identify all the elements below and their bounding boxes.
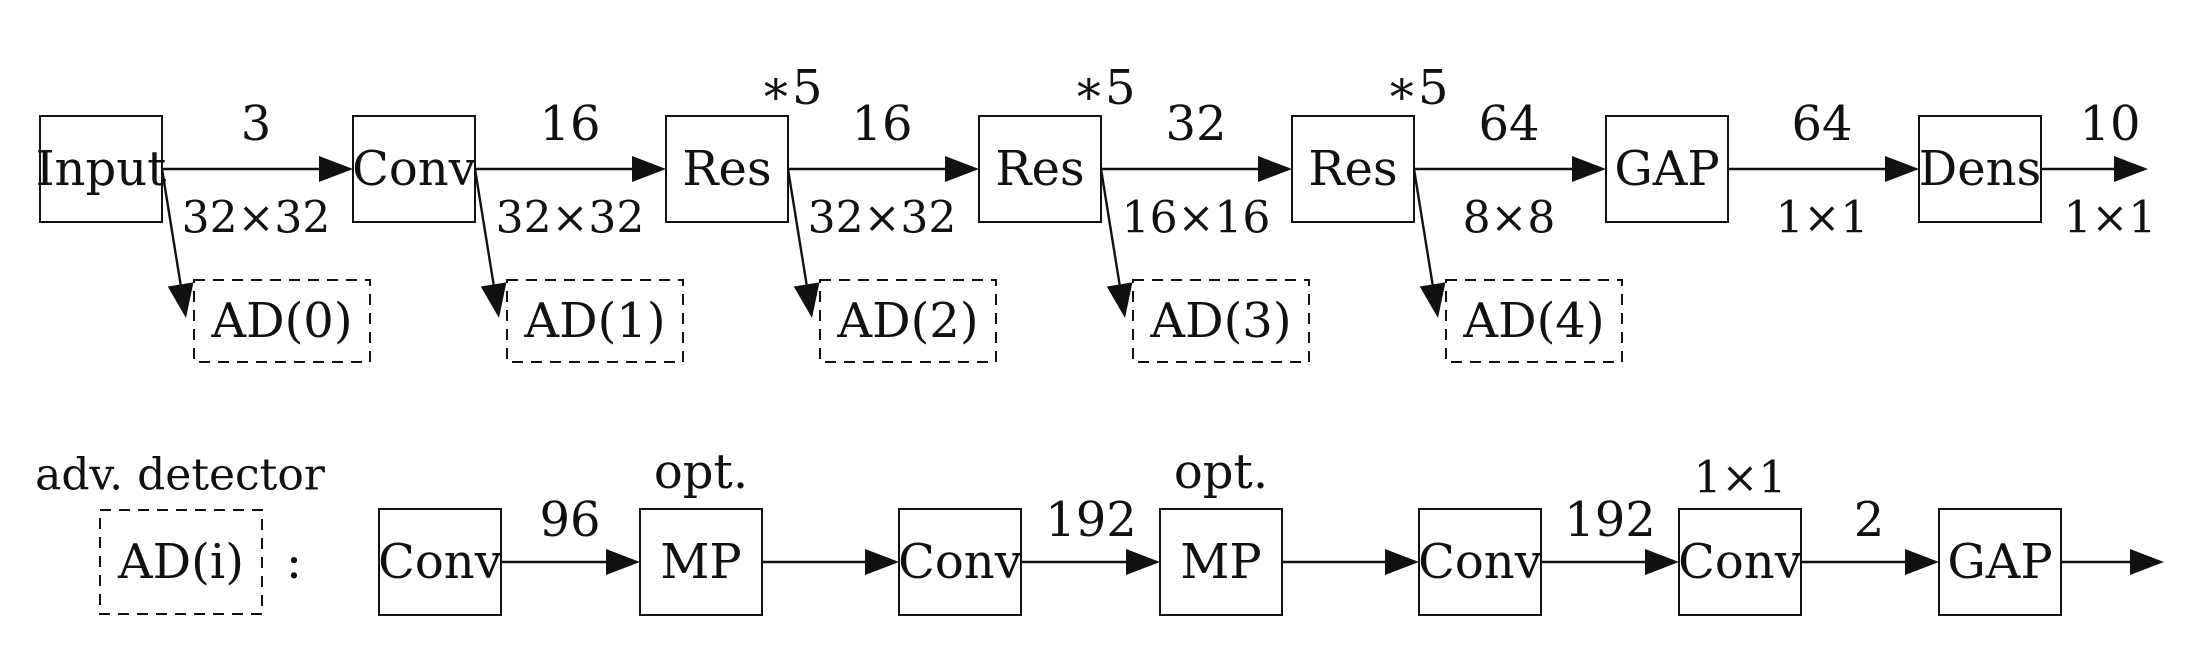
detector-branch-arrow-2 bbox=[786, 168, 820, 318]
detector-channel-0: 96 bbox=[539, 492, 600, 548]
channel-count-4: 64 bbox=[1478, 96, 1539, 152]
main-arrow-3 bbox=[1101, 156, 1292, 182]
resolution-2: 32×32 bbox=[808, 193, 957, 244]
diagram-blocks bbox=[39, 115, 2062, 616]
repeat-mark-2: ∗5 bbox=[1385, 60, 1448, 116]
detector-0 bbox=[193, 279, 371, 363]
main-arrow-4 bbox=[1414, 156, 1606, 182]
channel-count-3: 32 bbox=[1165, 96, 1226, 152]
main-arrow-6 bbox=[2041, 156, 2148, 182]
detector-row-arrow-4 bbox=[1541, 549, 1679, 575]
ad-conv-1 bbox=[378, 508, 502, 616]
detector-row-arrow-2 bbox=[1021, 549, 1160, 575]
input-block-label: Input bbox=[36, 141, 167, 197]
dense-block bbox=[1918, 115, 2042, 223]
main-arrow-1 bbox=[475, 156, 666, 182]
ad-conv-1x1 bbox=[1678, 508, 1802, 616]
detector-3-label: AD(3) bbox=[1149, 293, 1291, 349]
resolution-0: 32×32 bbox=[182, 193, 331, 244]
detector-symbol bbox=[99, 509, 263, 615]
detector-row-arrow-6 bbox=[2061, 549, 2164, 575]
channel-count-5: 64 bbox=[1791, 96, 1852, 152]
detector-1-label: AD(1) bbox=[523, 293, 665, 349]
detector-symbol-label: AD(i) bbox=[117, 534, 244, 590]
connector-lines bbox=[160, 156, 2164, 575]
detector-0-label: AD(0) bbox=[210, 293, 352, 349]
detector-2 bbox=[819, 279, 997, 363]
detector-3 bbox=[1132, 279, 1310, 363]
ad-maxpool-2 bbox=[1159, 508, 1283, 616]
detector-4 bbox=[1445, 279, 1623, 363]
channel-count-0: 3 bbox=[241, 96, 272, 152]
resolution-5: 1×1 bbox=[1776, 193, 1869, 244]
detector-1 bbox=[506, 279, 684, 363]
detector-branch-arrow-4 bbox=[1412, 168, 1446, 318]
repeat-mark-1: ∗5 bbox=[1072, 60, 1135, 116]
main-arrow-2 bbox=[788, 156, 979, 182]
detector-row-arrow-3 bbox=[1282, 549, 1419, 575]
gap-block-label: GAP bbox=[1614, 141, 1719, 197]
detector-branch-arrow-1 bbox=[473, 168, 507, 318]
res-block-2-label: Res bbox=[995, 141, 1084, 197]
ad-gap bbox=[1938, 508, 2062, 616]
optional-mark-1: opt. bbox=[1174, 444, 1268, 500]
channel-count-6: 10 bbox=[2079, 96, 2140, 152]
main-arrow-5 bbox=[1728, 156, 1919, 182]
ad-maxpool-1 bbox=[639, 508, 763, 616]
input-block bbox=[39, 115, 163, 223]
detector-channel-2: 192 bbox=[1564, 492, 1656, 548]
kernel-size-note: 1×1 bbox=[1694, 453, 1787, 504]
resolution-3: 16×16 bbox=[1122, 193, 1271, 244]
ad-conv-2 bbox=[898, 508, 1022, 616]
ad-gap-label: GAP bbox=[1947, 534, 2052, 590]
conv-block bbox=[352, 115, 476, 223]
detector-row-arrow-5 bbox=[1801, 549, 1939, 575]
channel-count-2: 16 bbox=[851, 96, 912, 152]
main-arrow-0 bbox=[162, 156, 353, 182]
res-block-3-label: Res bbox=[1308, 141, 1397, 197]
res-block-2 bbox=[978, 115, 1102, 223]
res-block-1-label: Res bbox=[682, 141, 771, 197]
resolution-1: 32×32 bbox=[496, 193, 645, 244]
dense-block-label: Dens bbox=[1919, 141, 2041, 197]
res-block-1 bbox=[665, 115, 789, 223]
gap-block bbox=[1605, 115, 1729, 223]
repeat-mark-0: ∗5 bbox=[759, 60, 822, 116]
conv-block-label: Conv bbox=[352, 141, 476, 197]
ad-conv-2-label: Conv bbox=[898, 534, 1022, 590]
definition-colon: : bbox=[286, 534, 302, 590]
detector-caption: adv. detector bbox=[35, 450, 326, 501]
ad-conv-3-label: Conv bbox=[1418, 534, 1542, 590]
ad-conv-1x1-label: Conv bbox=[1678, 534, 1802, 590]
channel-count-1: 16 bbox=[539, 96, 600, 152]
resolution-4: 8×8 bbox=[1463, 193, 1556, 244]
detector-2-label: AD(2) bbox=[836, 293, 978, 349]
ad-maxpool-1-label: MP bbox=[660, 534, 741, 590]
detector-channel-1: 192 bbox=[1045, 492, 1137, 548]
detector-branch-arrow-0 bbox=[160, 168, 194, 318]
detector-channel-3: 2 bbox=[1854, 492, 1885, 548]
resolution-6: 1×1 bbox=[2064, 193, 2157, 244]
optional-mark-0: opt. bbox=[654, 444, 748, 500]
ad-maxpool-2-label: MP bbox=[1180, 534, 1261, 590]
detector-4-label: AD(4) bbox=[1462, 293, 1604, 349]
detector-branch-arrow-3 bbox=[1099, 168, 1133, 318]
detector-row-arrow-1 bbox=[762, 549, 899, 575]
res-block-3 bbox=[1291, 115, 1415, 223]
ad-conv-1-label: Conv bbox=[378, 534, 502, 590]
detector-row-arrow-0 bbox=[501, 549, 640, 575]
ad-conv-3 bbox=[1418, 508, 1542, 616]
